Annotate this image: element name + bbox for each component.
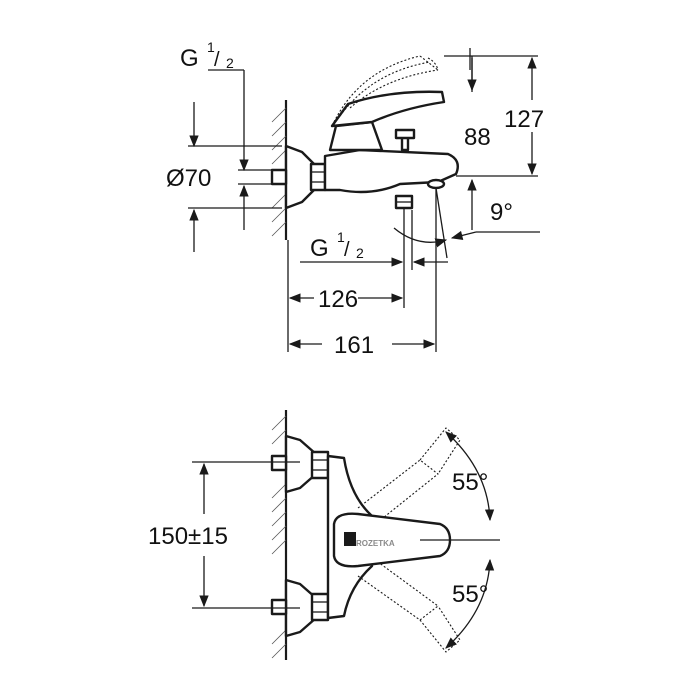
diverter-knob xyxy=(394,128,416,140)
overall-height-label: 127 xyxy=(504,106,544,133)
lever-angle-up-label: 55° xyxy=(452,469,488,496)
connector-upper xyxy=(270,454,288,472)
nut-top xyxy=(309,162,327,192)
lever-ghost-up xyxy=(357,427,461,523)
wall-connector-top xyxy=(270,168,288,186)
watermark: ROZETKA xyxy=(356,539,395,548)
spout-height-label: 88 xyxy=(464,124,491,151)
connector-lower xyxy=(270,598,288,616)
front-view: ROZETKA 150±15 55° 55° xyxy=(148,410,500,660)
lever-angle-down-label: 55° xyxy=(452,581,488,608)
lever-ghost-arc xyxy=(333,55,439,123)
outlet-thread-slash: / xyxy=(344,239,350,261)
side-view: G 1 / 2 Ø70 88 127 9° G 1 / 2 126 161 xyxy=(166,39,544,359)
center-distance-label: 150±15 xyxy=(148,523,228,550)
lever-ghost-down xyxy=(357,561,461,653)
nut-lower xyxy=(310,592,330,622)
inlet-thread-den: 2 xyxy=(226,55,234,71)
inlet-thread-num: 1 xyxy=(207,39,215,55)
nut-upper xyxy=(310,450,330,480)
lever-indicator xyxy=(344,532,356,546)
outlet-thread-g: G xyxy=(310,235,329,262)
wall-front xyxy=(271,410,288,660)
outlet-thread-den: 2 xyxy=(356,245,364,261)
overall-depth-label: 161 xyxy=(334,332,374,359)
outlet-thread-num: 1 xyxy=(337,229,345,245)
aerator xyxy=(426,178,446,190)
inlet-thread-slash: / xyxy=(214,49,220,71)
lever xyxy=(330,90,446,128)
flange-diameter-label: Ø70 xyxy=(166,165,211,192)
outlet-distance-label: 126 xyxy=(318,286,358,313)
outlet-angle-label: 9° xyxy=(490,199,513,226)
inlet-thread-g: G xyxy=(180,45,199,72)
